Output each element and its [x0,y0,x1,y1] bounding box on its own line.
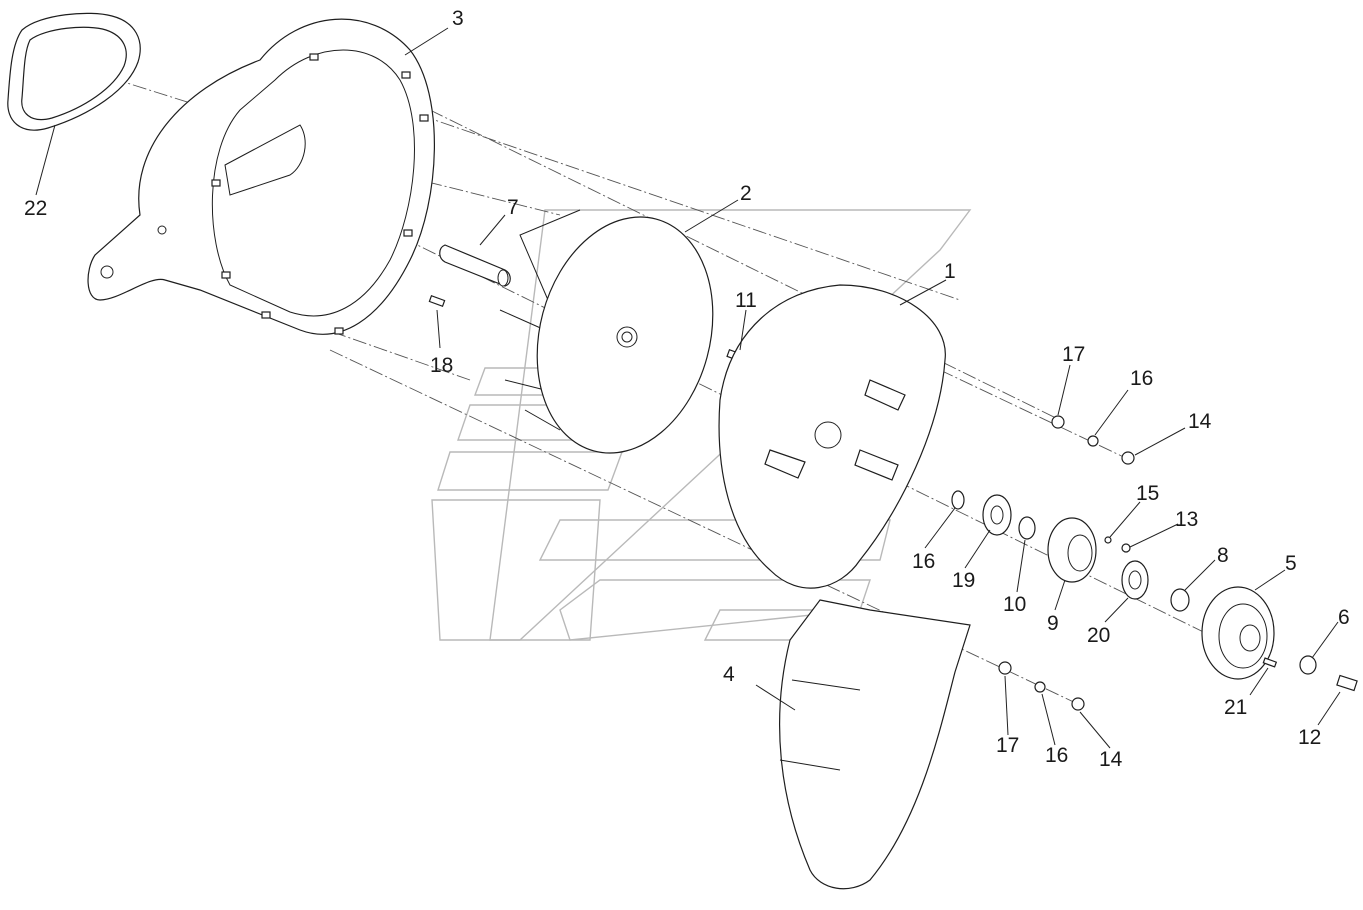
callout-4: 4 [723,663,735,686]
callout-12: 12 [1298,726,1321,749]
callout-1: 1 [944,260,956,283]
callout-8: 8 [1217,544,1229,567]
callout-16-upper: 16 [1130,367,1153,390]
callout-6: 6 [1338,606,1350,629]
callout-22: 22 [24,197,47,220]
upper-fastener-set [1051,415,1135,465]
callout-14-lower: 14 [1099,748,1123,771]
side-plate-part [718,284,946,589]
callout-5: 5 [1285,552,1297,575]
callout-20: 21 [1224,696,1247,719]
callout-9: 9 [1047,612,1059,635]
pulley-bolt-part [1336,674,1358,692]
callout-3: 3 [452,7,464,30]
bearing-assembly [951,490,1190,612]
lower-fastener-set [998,661,1085,711]
housing-bolts [211,53,429,335]
callout-21: 18 [430,354,453,377]
fan-housing-part [87,18,435,335]
belt-part [7,12,141,131]
washer-part [1299,655,1317,675]
callout-7: 7 [507,196,519,219]
key-part [428,295,446,307]
leader-lines [35,27,1341,749]
callout-14-upper: 14 [1188,410,1212,433]
discharge-chute-part [779,599,971,890]
callout-19-left: 19 [952,569,975,592]
callout-19-right: 20 [1087,624,1110,647]
callout-16-lower: 16 [1045,744,1068,767]
shaft-part [439,244,511,287]
callout-17-upper: 17 [1062,343,1085,366]
pulley-part [1201,586,1275,680]
callout-17-lower: 17 [996,734,1019,757]
impeller-part [499,209,714,454]
callout-10: 10 [1003,593,1026,616]
callout-15: 15 [1136,482,1159,505]
callout-13: 13 [1175,508,1198,531]
callout-11: 11 [735,289,757,312]
callout-labels: 3 22 7 2 1 11 18 17 16 14 15 13 16 19 10… [24,7,1350,771]
callout-18: 16 [912,550,935,573]
callout-2: 2 [740,182,752,205]
pulley-key-part [1262,657,1278,668]
